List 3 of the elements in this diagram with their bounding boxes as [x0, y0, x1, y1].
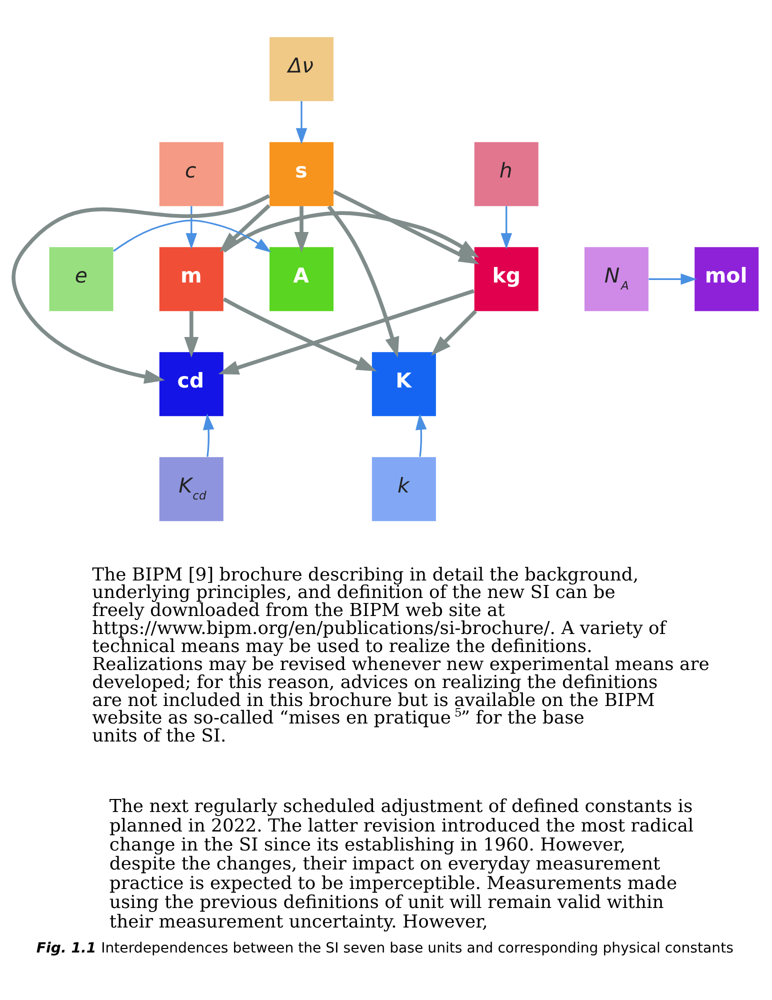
caption: Fig. 1.1 Interdependences between the SI seven base units and corresponding physical constants [36, 940, 734, 956]
label: The BIPM [9] brochure describing in detail the background, underlying principles, and definition of the new SI can be freely downloaded from the BIPM web site at https://www.bipm.org/en/publications/si-brochure/. A variety of technical means may be used to realize the definitions. Realizations may be revised whenever new experimental means are developed; for this reason, advices on realizing the definitions are not included in this brochure but is available on the BIPM website as so-called “mises en pratique$^{5}$” for the base units of the SI. [92, 564, 710, 747]
label: The next regularly scheduled adjustment of defined constants is planned in 2022. The latter revision introduced the most radical change in the SI since its establishing in 1960. However, despite the changes, their impact on everyday measurement practice is expected to be imperceptible. Measurements made using the previous definitions of unit will remain valid within their measurement uncertainty. However, [109, 796, 694, 932]
